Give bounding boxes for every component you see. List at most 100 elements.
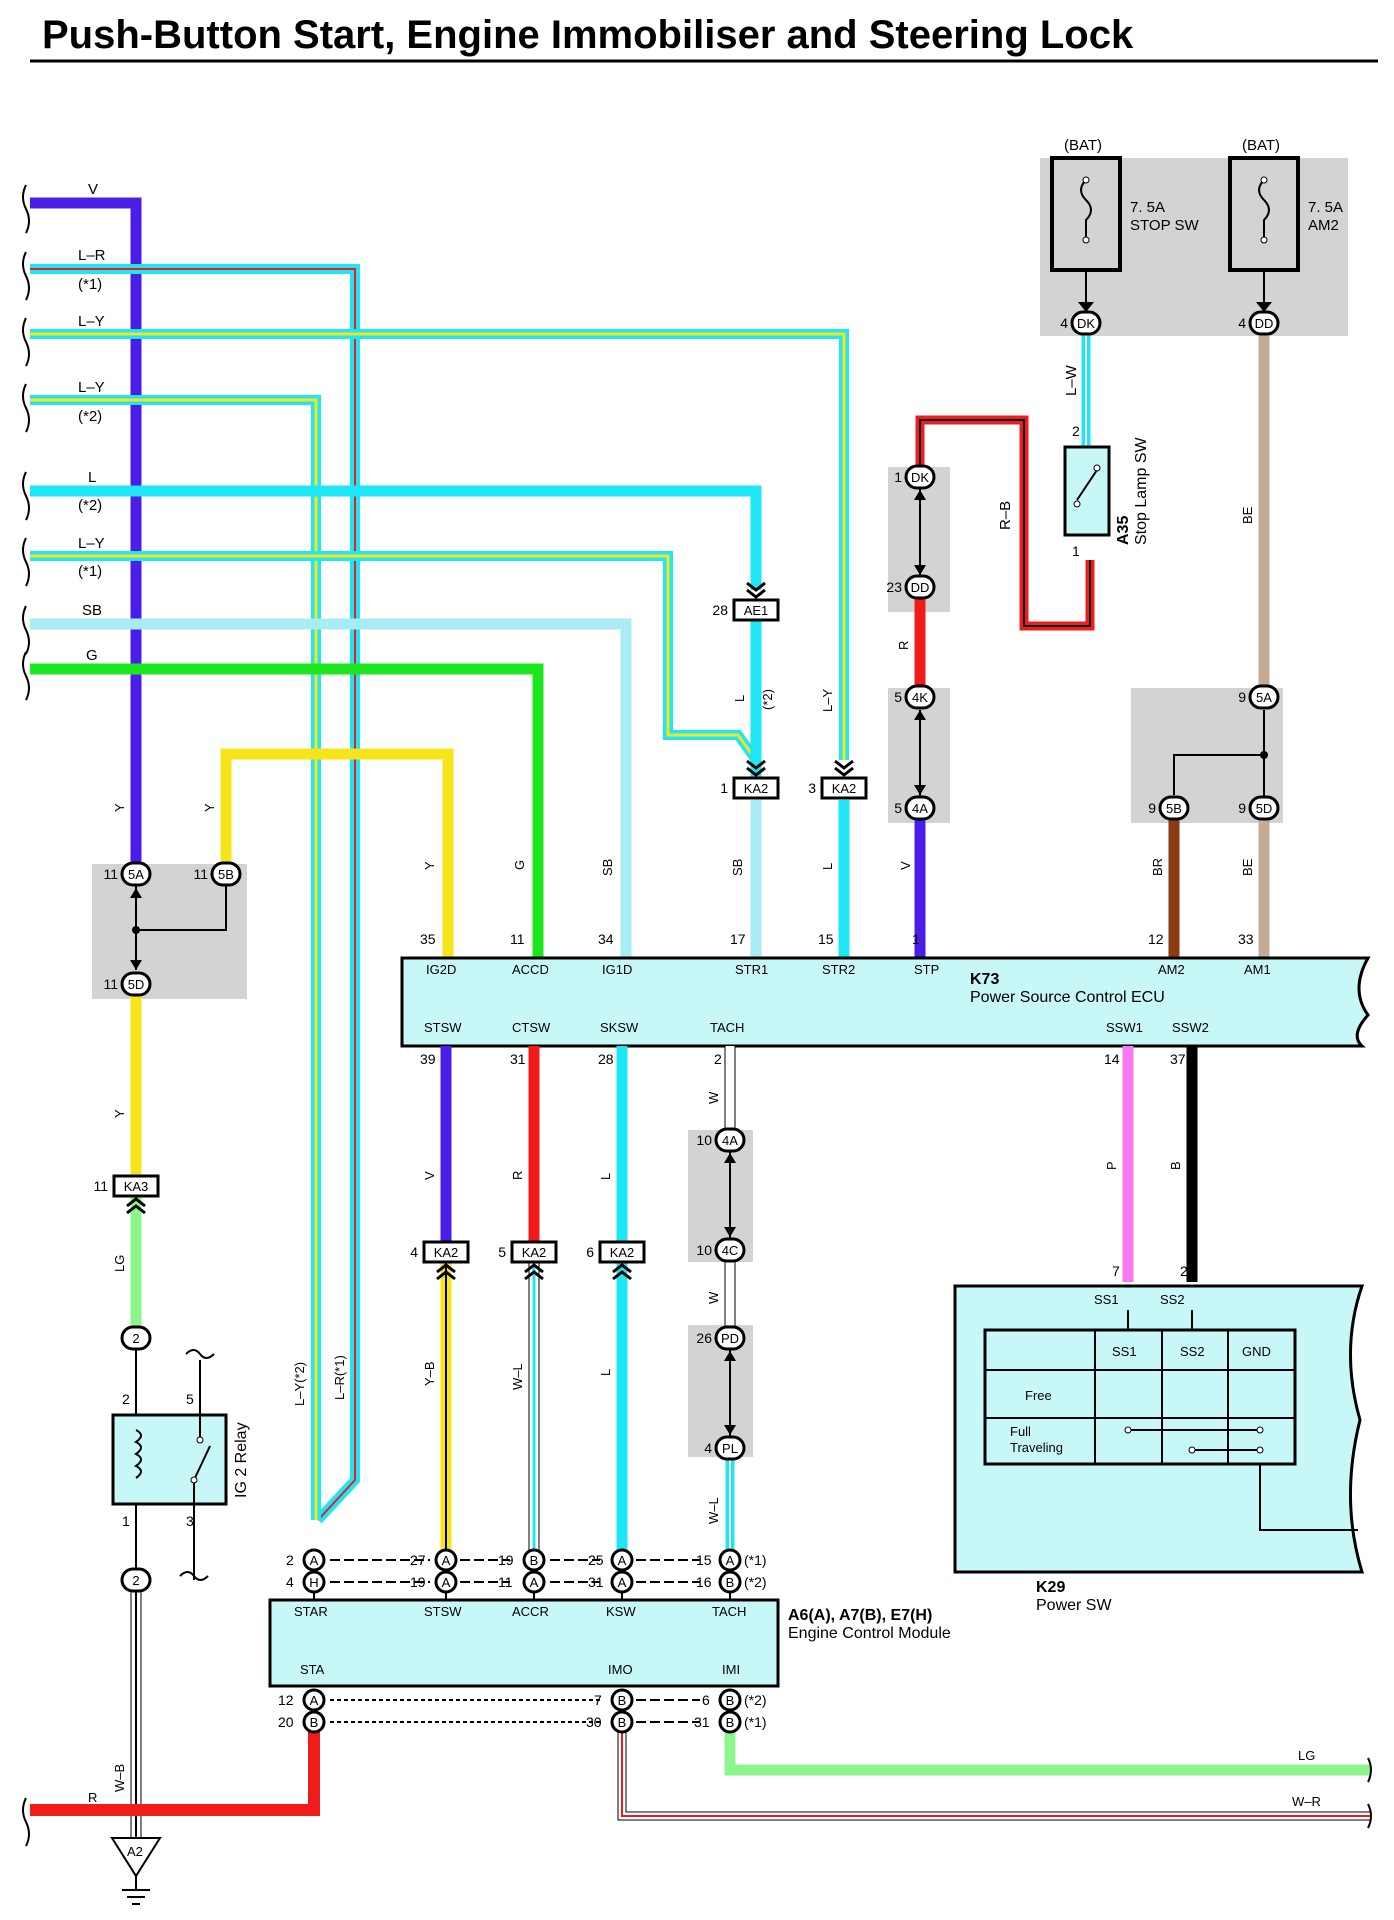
svg-text:B: B <box>1168 1161 1183 1170</box>
wire-l-y-3-stripe <box>30 554 758 761</box>
wire-label: BE <box>1240 858 1255 876</box>
terminal-name: TACH <box>710 1020 744 1035</box>
connector-4a: 4A 5 <box>894 795 936 821</box>
connector-code: B <box>726 1575 735 1590</box>
mode-table <box>983 1328 1297 1466</box>
connector-code: 4A <box>912 801 928 816</box>
left-wire-label: SB <box>82 602 102 619</box>
svg-text:R: R <box>88 1790 97 1805</box>
chevron-icon <box>524 1270 544 1281</box>
wire-label: SB <box>730 859 745 876</box>
ecm-pin-top2: A <box>522 1570 546 1594</box>
terminal-name: IMI <box>722 1662 740 1677</box>
connector-code: 4A <box>722 1133 738 1148</box>
arrow-up-icon <box>130 888 142 898</box>
chevron-icon <box>612 1263 632 1274</box>
wire-label: R–B <box>997 501 1014 530</box>
wire-label: SB <box>600 859 615 876</box>
relay-pin: 2 <box>122 1391 130 1407</box>
connector-code: A <box>442 1575 451 1590</box>
wire-label: BR <box>1150 858 1165 876</box>
terminal-name: ACCD <box>512 962 549 977</box>
wire-sb <box>30 618 632 958</box>
arrow-down-icon <box>1256 302 1272 312</box>
terminal-name: CTSW <box>512 1020 551 1035</box>
wire-r-sta <box>30 1720 320 1816</box>
pin-number: 27 <box>410 1552 426 1568</box>
connector-code: KA2 <box>522 1245 547 1260</box>
connector-code: AE1 <box>744 603 769 618</box>
pin-number: 5 <box>894 800 902 816</box>
pin-number: 23 <box>886 579 902 595</box>
pin-number: 9 <box>1238 800 1246 816</box>
pin-note: (*2) <box>744 1574 767 1590</box>
connector-code: 2 <box>132 1331 139 1346</box>
pin-number: 25 <box>588 1552 604 1568</box>
pin-number: 16 <box>696 1574 712 1590</box>
ig2-relay: 2 5 1 3 IG 2 Relay <box>111 1349 250 1581</box>
connector-code: KA2 <box>610 1245 635 1260</box>
pin-number: 7 <box>1112 1263 1120 1279</box>
connector-code: PD <box>721 1331 739 1346</box>
svg-text:W: W <box>706 1091 721 1104</box>
pin-number: 14 <box>1104 1051 1120 1067</box>
ecm-pin-top1: B <box>522 1548 546 1572</box>
arrow-up-icon <box>724 1351 736 1361</box>
svg-text:W–B: W–B <box>112 1764 127 1792</box>
chevron-icon <box>834 766 854 777</box>
arrow-down-icon <box>914 785 926 795</box>
svg-text:Y: Y <box>112 1109 127 1118</box>
table-row-label-1: Full <box>1010 1424 1031 1439</box>
terminal-name: STA <box>300 1662 325 1677</box>
ecm-id: A6(A), A7(B), E7(H) <box>788 1607 932 1624</box>
pin-number: 1 <box>912 931 920 947</box>
svg-text:W: W <box>706 1291 721 1304</box>
relay-pin: 1 <box>122 1513 130 1529</box>
left-wire-note: (*1) <box>78 563 102 580</box>
connector-code: B <box>618 1693 627 1708</box>
pin-number: 26 <box>696 1330 712 1346</box>
connector-pl: PL4 <box>704 1435 746 1461</box>
connector-dd-top: DD4 <box>1238 310 1280 336</box>
pin-number: 31 <box>694 1714 710 1730</box>
connector-4k: 4K5 <box>894 684 936 710</box>
ecm-pin-top1: A <box>610 1548 634 1572</box>
pin-number: 12 <box>278 1692 294 1708</box>
diagram-title: Push-Button Start, Engine Immobiliser an… <box>42 13 1134 57</box>
connector-pd: PD 26 <box>696 1325 746 1351</box>
fuse-rating: 7. 5A <box>1308 199 1343 216</box>
k73-ecu: K73 Power Source Control ECU <box>400 956 1371 1048</box>
ecu-body <box>400 956 1371 1048</box>
svg-text:R: R <box>510 1171 525 1180</box>
connector-code: KA2 <box>434 1245 459 1260</box>
connector-code: 5B <box>218 867 234 882</box>
svg-text:Y: Y <box>112 803 127 812</box>
ecm-bottom-pins: 12 20 7 30 6 31 (*2) (*1) <box>278 1692 767 1730</box>
left-wire-label: L–R <box>78 247 106 264</box>
ecm-pin-bot2: B <box>718 1710 742 1734</box>
connector-code: 5B <box>1166 801 1182 816</box>
wire-lg-imi <box>724 1732 1370 1776</box>
svg-text:P: P <box>1104 1161 1119 1170</box>
switch-id: A35 <box>1115 516 1132 545</box>
fuse-name: AM2 <box>1308 217 1339 234</box>
connector-code: 5A <box>1256 690 1272 705</box>
connector-5a-right: 5A9 <box>1238 684 1280 710</box>
chevron-icon <box>746 759 766 770</box>
chevron-icon <box>746 588 766 599</box>
svg-text:BE: BE <box>1240 506 1255 524</box>
left-wire-note: (*2) <box>78 408 102 425</box>
arrow-down-icon <box>1078 302 1094 312</box>
wire-end-marks <box>22 184 30 701</box>
pin-number: 19 <box>410 1574 426 1590</box>
pin-number: 10 <box>696 1132 712 1148</box>
pin-number: 2 <box>1072 423 1080 439</box>
connector-code: B <box>310 1715 319 1730</box>
misc-wire-labels: Y Y Y LG L (*2) L–Y R BE L–Y(*2) L–R(*1)… <box>88 506 1321 1809</box>
pin-number: 31 <box>588 1574 604 1590</box>
terminal-name: STSW <box>424 1020 462 1035</box>
pin-number: 2 <box>714 1051 722 1067</box>
